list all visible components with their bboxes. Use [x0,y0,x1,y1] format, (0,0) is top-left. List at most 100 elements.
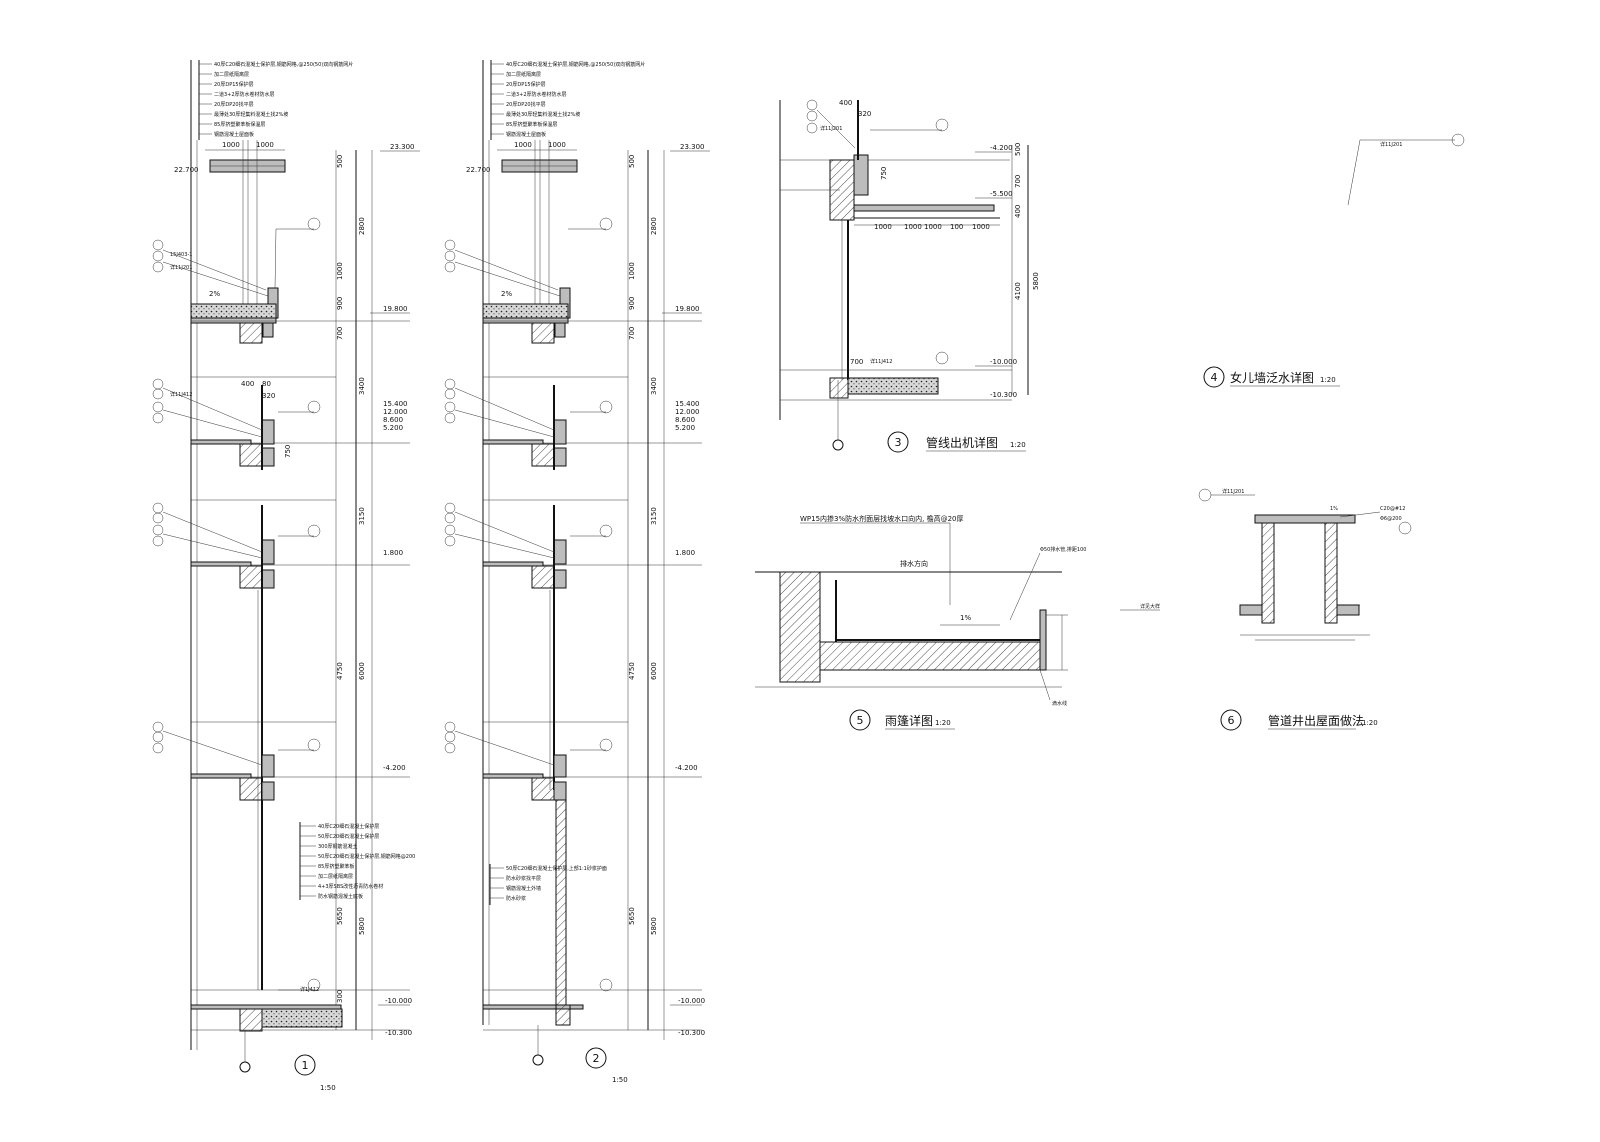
d2-note-5: 20厚DP20找平层 [506,101,546,108]
d1-dim-3150: 3150 [358,507,366,525]
d2-note-2: 加二层纸隔离层 [506,71,541,78]
d5-aside: 详见大样 [1140,603,1160,610]
d1-note-1: 40厚C20细石混凝土保护层,钢筋网格,@250(50)双向钢筋网片 [214,61,353,68]
d3-ref-11J412: 详11J412 [870,358,892,365]
d1-note-7: 85厚挤塑聚苯板保温层 [214,121,265,128]
d1-dim-300: 300 [336,990,344,1003]
d3-dim-100: 100 [950,223,963,231]
d1-ref-11J412: 详11J412 [170,391,192,398]
d1-roof-slab [190,303,277,319]
d1-ref-bubbles-top: 15J403-1 详11J201 [152,217,321,297]
d2-dim-1000a: 1000 [514,141,532,149]
d1-elev-19800: 19.800 [383,305,408,313]
d1-elev-8600: 8.600 [383,416,403,424]
d2-bnote-1: 50厚C20细石混凝土保护层,上部1:1砂浆护面 [506,865,607,872]
d6-wall-left [1261,522,1275,624]
d3-wall-top [829,159,855,221]
d1-elev-minus4200: -4.200 [383,764,406,772]
d2-dim-2800: 2800 [650,217,658,235]
d2-dim-1000: 1000 [628,262,636,280]
d1-elev-minus10300: -10.300 [385,1029,412,1037]
d1-dim-1000a: 1000 [222,141,240,149]
d5-slope: 1% [960,614,971,622]
d3-louver [853,204,995,212]
d2-elev-minus10300: -10.300 [678,1029,705,1037]
d5-note: WP15内掺3%防水剂面层找坡水口向内, 檐高@20厚 [800,514,964,523]
d3-title: 管线出机详图 [926,435,998,450]
d2-roof-slab [482,303,569,319]
d1-title-bubble [294,1054,316,1076]
d1-dim-700: 700 [336,327,344,340]
d1-ref-1J412: 详1J412 [300,986,319,993]
d6-title-bubble [1220,709,1242,731]
d1-scale: 1:50 [320,1084,336,1092]
d3-elev-minus10300: -10.300 [990,391,1017,399]
d3-grid-axis [832,439,844,451]
d2-note-1: 40厚C20细石混凝土保护层,钢筋网格,@250(50)双向钢筋网片 [506,61,645,68]
d1-elev-minus10000: -10.000 [385,997,412,1005]
d5-scale: 1:20 [935,719,951,727]
d2-dim-3150: 3150 [650,507,658,525]
d4-scale: 1:20 [1320,376,1336,384]
d6-wall-right [1324,522,1338,624]
d2-floor-band-2: 1.800 [444,499,702,590]
d4-title-bubble [1203,366,1225,388]
d3-dim-700b: 700 [850,358,863,366]
d5-label: 排水方向 [900,559,928,568]
d1-note-6: 最薄处30厚轻集料混凝土找2%坡 [214,111,288,118]
d2-dim-5650: 5650 [628,907,636,925]
d2-note-3: 20厚DP15保护层 [506,81,546,88]
d1-bnote-7: 4+3厚SBS改性沥青防水卷材 [318,883,383,890]
d6-number: 6 [1228,714,1235,727]
d1-ref-11J201: 详11J201 [170,264,192,271]
d5-title-bubble [849,709,871,731]
d3-dim-320: 320 [858,110,871,118]
d1-dim-5800: 5800 [358,917,366,935]
d1-bnote-8: 防水钢筋混凝土底板 [318,893,363,900]
d5-number: 5 [857,714,864,727]
d1-dim-80: 80 [262,380,271,388]
d1-dim-1000b: 1000 [256,141,274,149]
d1-dim-750: 750 [284,445,292,458]
d2-elev-23300: 23.300 [680,143,705,151]
d1-slope: 2% [209,290,220,298]
d2-top-notes: 40厚C20细石混凝土保护层,钢筋网格,@250(50)双向钢筋网片 加二层纸隔… [491,61,645,138]
d2-note-6: 最薄处30厚轻集料混凝土找2%坡 [506,111,580,118]
d2-elev-12000: 12.000 [675,408,700,416]
d3-title-bubble [887,431,909,453]
d4-ref: 详11J201 [1380,141,1402,148]
d2-elev-8600: 8.600 [675,416,695,424]
d2-title-bubble [585,1047,607,1069]
d3-ref-11J201: 详11J201 [820,125,842,132]
d6-title: 管道井出屋面做法 [1268,713,1364,728]
d2-elev-22700: 22.700 [466,166,491,174]
d6-cap [1254,514,1356,524]
d5-wall [779,571,821,683]
d1-elev-23300: 23.300 [390,143,415,151]
d2-dim-5800: 5800 [650,917,658,935]
d4-number: 4 [1211,371,1218,384]
d2-note-7: 85厚挤塑聚苯板保温层 [506,121,557,128]
d3-dim-400: 400 [839,99,852,107]
d2-bottom-notes: 50厚C20细石混凝土保护层,上部1:1砂浆护面 防水砂浆找平层 钢筋混凝土外墙… [490,865,607,902]
d1-dim-6000: 6000 [358,662,366,680]
d3-dim-4100: 4100 [1014,282,1022,300]
d1-dim-320: 320 [262,392,275,400]
d3-elev-minus10000: -10.000 [990,358,1017,366]
d1-bnote-4: 50厚C20细石混凝土保护层,钢筋网格@200 [318,853,415,860]
d1-floor-band-3: -4.200 [152,721,410,801]
d3-scale: 1:20 [1010,441,1026,449]
d1-dim-2800: 2800 [358,217,366,235]
section-4: 详11J201 4 女儿墙泛水详图 1:20 [1203,133,1465,388]
d1-bnote-2: 50厚C20细石混凝土保护层 [318,833,379,840]
d4-title: 女儿墙泛水详图 [1230,370,1314,385]
section-2: 40厚C20细石混凝土保护层,钢筋网格,@250(50)双向钢筋网片 加二层纸隔… [444,60,710,1084]
svg-text:2%: 2% [501,290,512,298]
d3-dims: 400 320 750 1000 1000 1000 100 1000 5800… [839,99,1040,366]
d3-elev-minus5500: -5.500 [990,190,1013,198]
d3-dim-750: 750 [880,167,888,180]
d1-dim-1000: 1000 [336,262,344,280]
section-5: WP15内掺3%防水剂面层找坡水口向内, 檐高@20厚 排水方向 1% Φ50排… [755,514,1160,731]
d1-note-3: 20厚DP15保护层 [214,81,254,88]
